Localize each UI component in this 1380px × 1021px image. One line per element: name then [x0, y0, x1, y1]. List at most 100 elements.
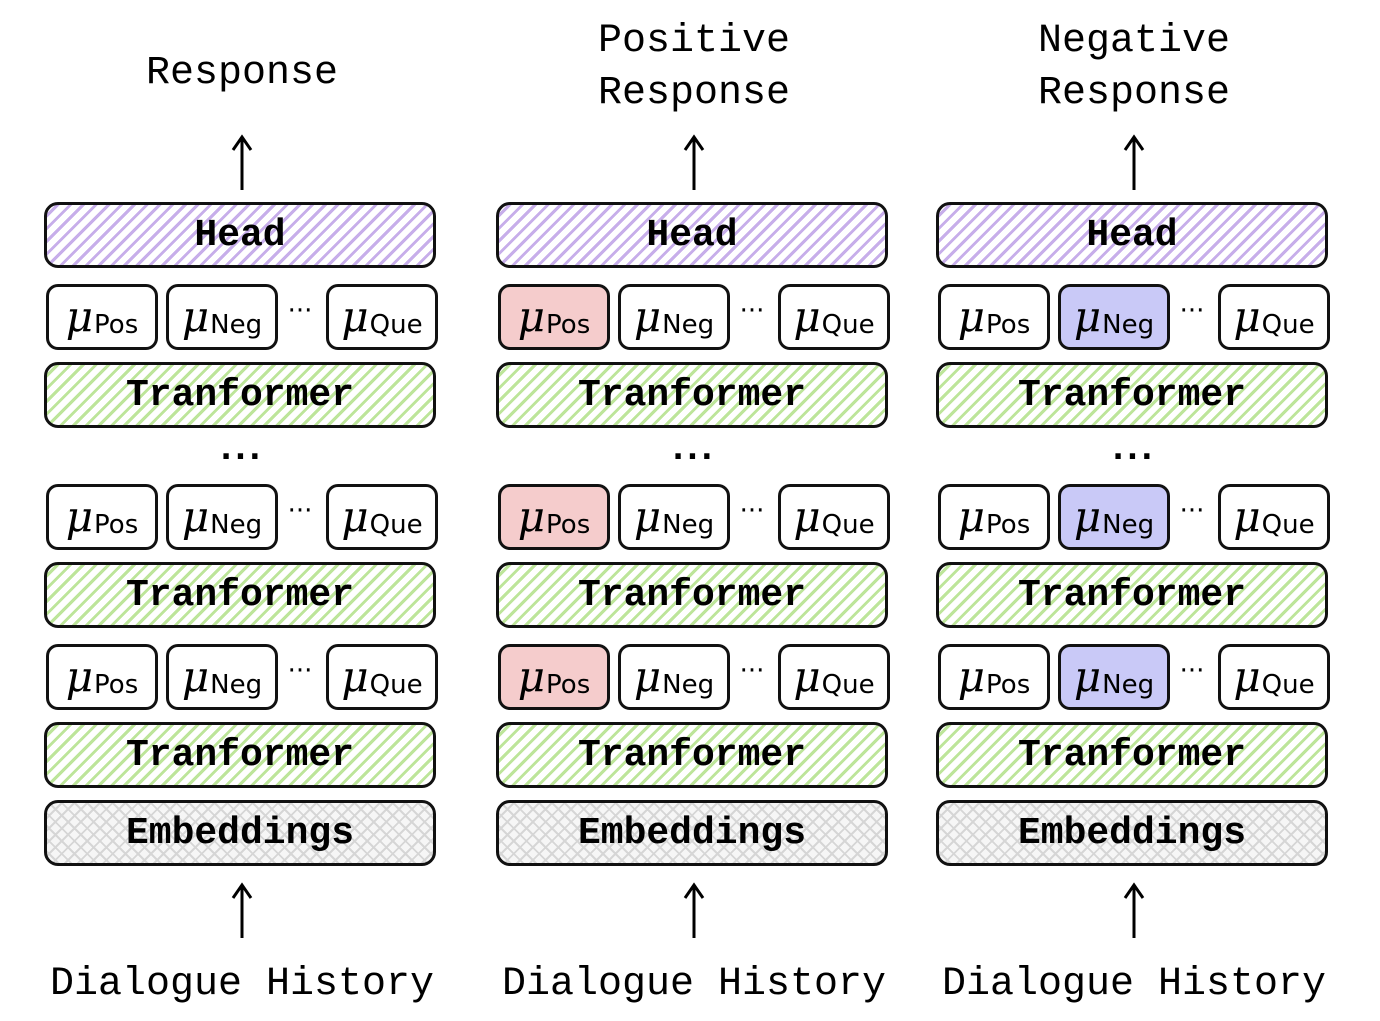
mu-symbol: μ	[181, 652, 210, 701]
arrow-up-icon	[231, 882, 253, 938]
mu-symbol: μ	[1233, 652, 1261, 701]
adapter-subscript: Neg	[662, 510, 715, 540]
embeddings-block: Embeddings	[936, 800, 1328, 866]
mu-symbol: μ	[957, 492, 986, 541]
mu-symbol: μ	[181, 292, 210, 341]
adapter-ellipsis: ···	[1179, 296, 1205, 326]
adapter-ellipsis: ···	[739, 296, 765, 326]
mu-symbol: μ	[1073, 652, 1102, 701]
adapter-subscript: Neg	[210, 310, 263, 340]
adapter-subscript: Que	[821, 310, 875, 340]
mu-symbol: μ	[1073, 292, 1102, 341]
mu-symbol: μ	[517, 292, 546, 341]
adapter-subscript: Neg	[662, 670, 715, 700]
input-label: Dialogue History	[501, 962, 887, 1007]
transformer-block: Tranformer	[496, 362, 888, 428]
input-label: Dialogue History	[941, 962, 1327, 1007]
adapter-ellipsis: ···	[287, 656, 313, 686]
mu-symbol: μ	[1233, 492, 1261, 541]
adapter-subscript: Pos	[546, 670, 591, 700]
adapter-subscript: Neg	[662, 310, 715, 340]
mu-symbol: μ	[1233, 292, 1261, 341]
adapter-ellipsis: ···	[287, 296, 313, 326]
mu-symbol: μ	[1073, 492, 1102, 541]
embeddings-block: Embeddings	[44, 800, 436, 866]
adapter-subscript: Que	[821, 510, 875, 540]
adapter-subscript: Pos	[94, 670, 139, 700]
adapter-subscript: Neg	[1102, 510, 1155, 540]
adapter-subscript: Que	[369, 670, 423, 700]
transformer-block: Tranformer	[936, 562, 1328, 628]
adapter-subscript: Que	[369, 310, 423, 340]
transformer-block: Tranformer	[44, 362, 436, 428]
adapter-subscript: Pos	[986, 310, 1031, 340]
adapter-subscript: Que	[821, 670, 875, 700]
arrow-up-icon	[683, 882, 705, 938]
mu-symbol: μ	[517, 652, 546, 701]
transformer-block: Tranformer	[496, 562, 888, 628]
adapter-subscript: Neg	[1102, 670, 1155, 700]
mu-symbol: μ	[793, 652, 821, 701]
mu-symbol: μ	[65, 292, 94, 341]
adapter-subscript: Neg	[210, 670, 263, 700]
output-title: Response	[145, 51, 339, 96]
layer-ellipsis: ...	[672, 432, 716, 467]
transformer-block: Tranformer	[936, 722, 1328, 788]
mu-symbol: μ	[341, 492, 369, 541]
head-block: Head	[496, 202, 888, 268]
mu-symbol: μ	[341, 292, 369, 341]
input-label: Dialogue History	[49, 962, 435, 1007]
mu-symbol: μ	[517, 492, 546, 541]
adapter-subscript: Pos	[986, 510, 1031, 540]
mu-symbol: μ	[957, 652, 986, 701]
embeddings-block: Embeddings	[496, 800, 888, 866]
arrow-up-icon	[1123, 882, 1145, 938]
adapter-ellipsis: ···	[739, 656, 765, 686]
mu-symbol: μ	[957, 292, 986, 341]
adapter-ellipsis: ···	[1179, 656, 1205, 686]
adapter-ellipsis: ···	[739, 496, 765, 526]
arrow-up-icon	[1123, 134, 1145, 190]
transformer-block: Tranformer	[496, 722, 888, 788]
mu-symbol: μ	[341, 652, 369, 701]
adapter-subscript: Que	[1261, 510, 1315, 540]
head-block: Head	[44, 202, 436, 268]
transformer-block: Tranformer	[936, 362, 1328, 428]
adapter-subscript: Que	[1261, 670, 1315, 700]
adapter-subscript: Pos	[94, 510, 139, 540]
mu-symbol: μ	[793, 292, 821, 341]
adapter-ellipsis: ···	[287, 496, 313, 526]
adapter-subscript: Neg	[1102, 310, 1155, 340]
arrow-up-icon	[683, 134, 705, 190]
